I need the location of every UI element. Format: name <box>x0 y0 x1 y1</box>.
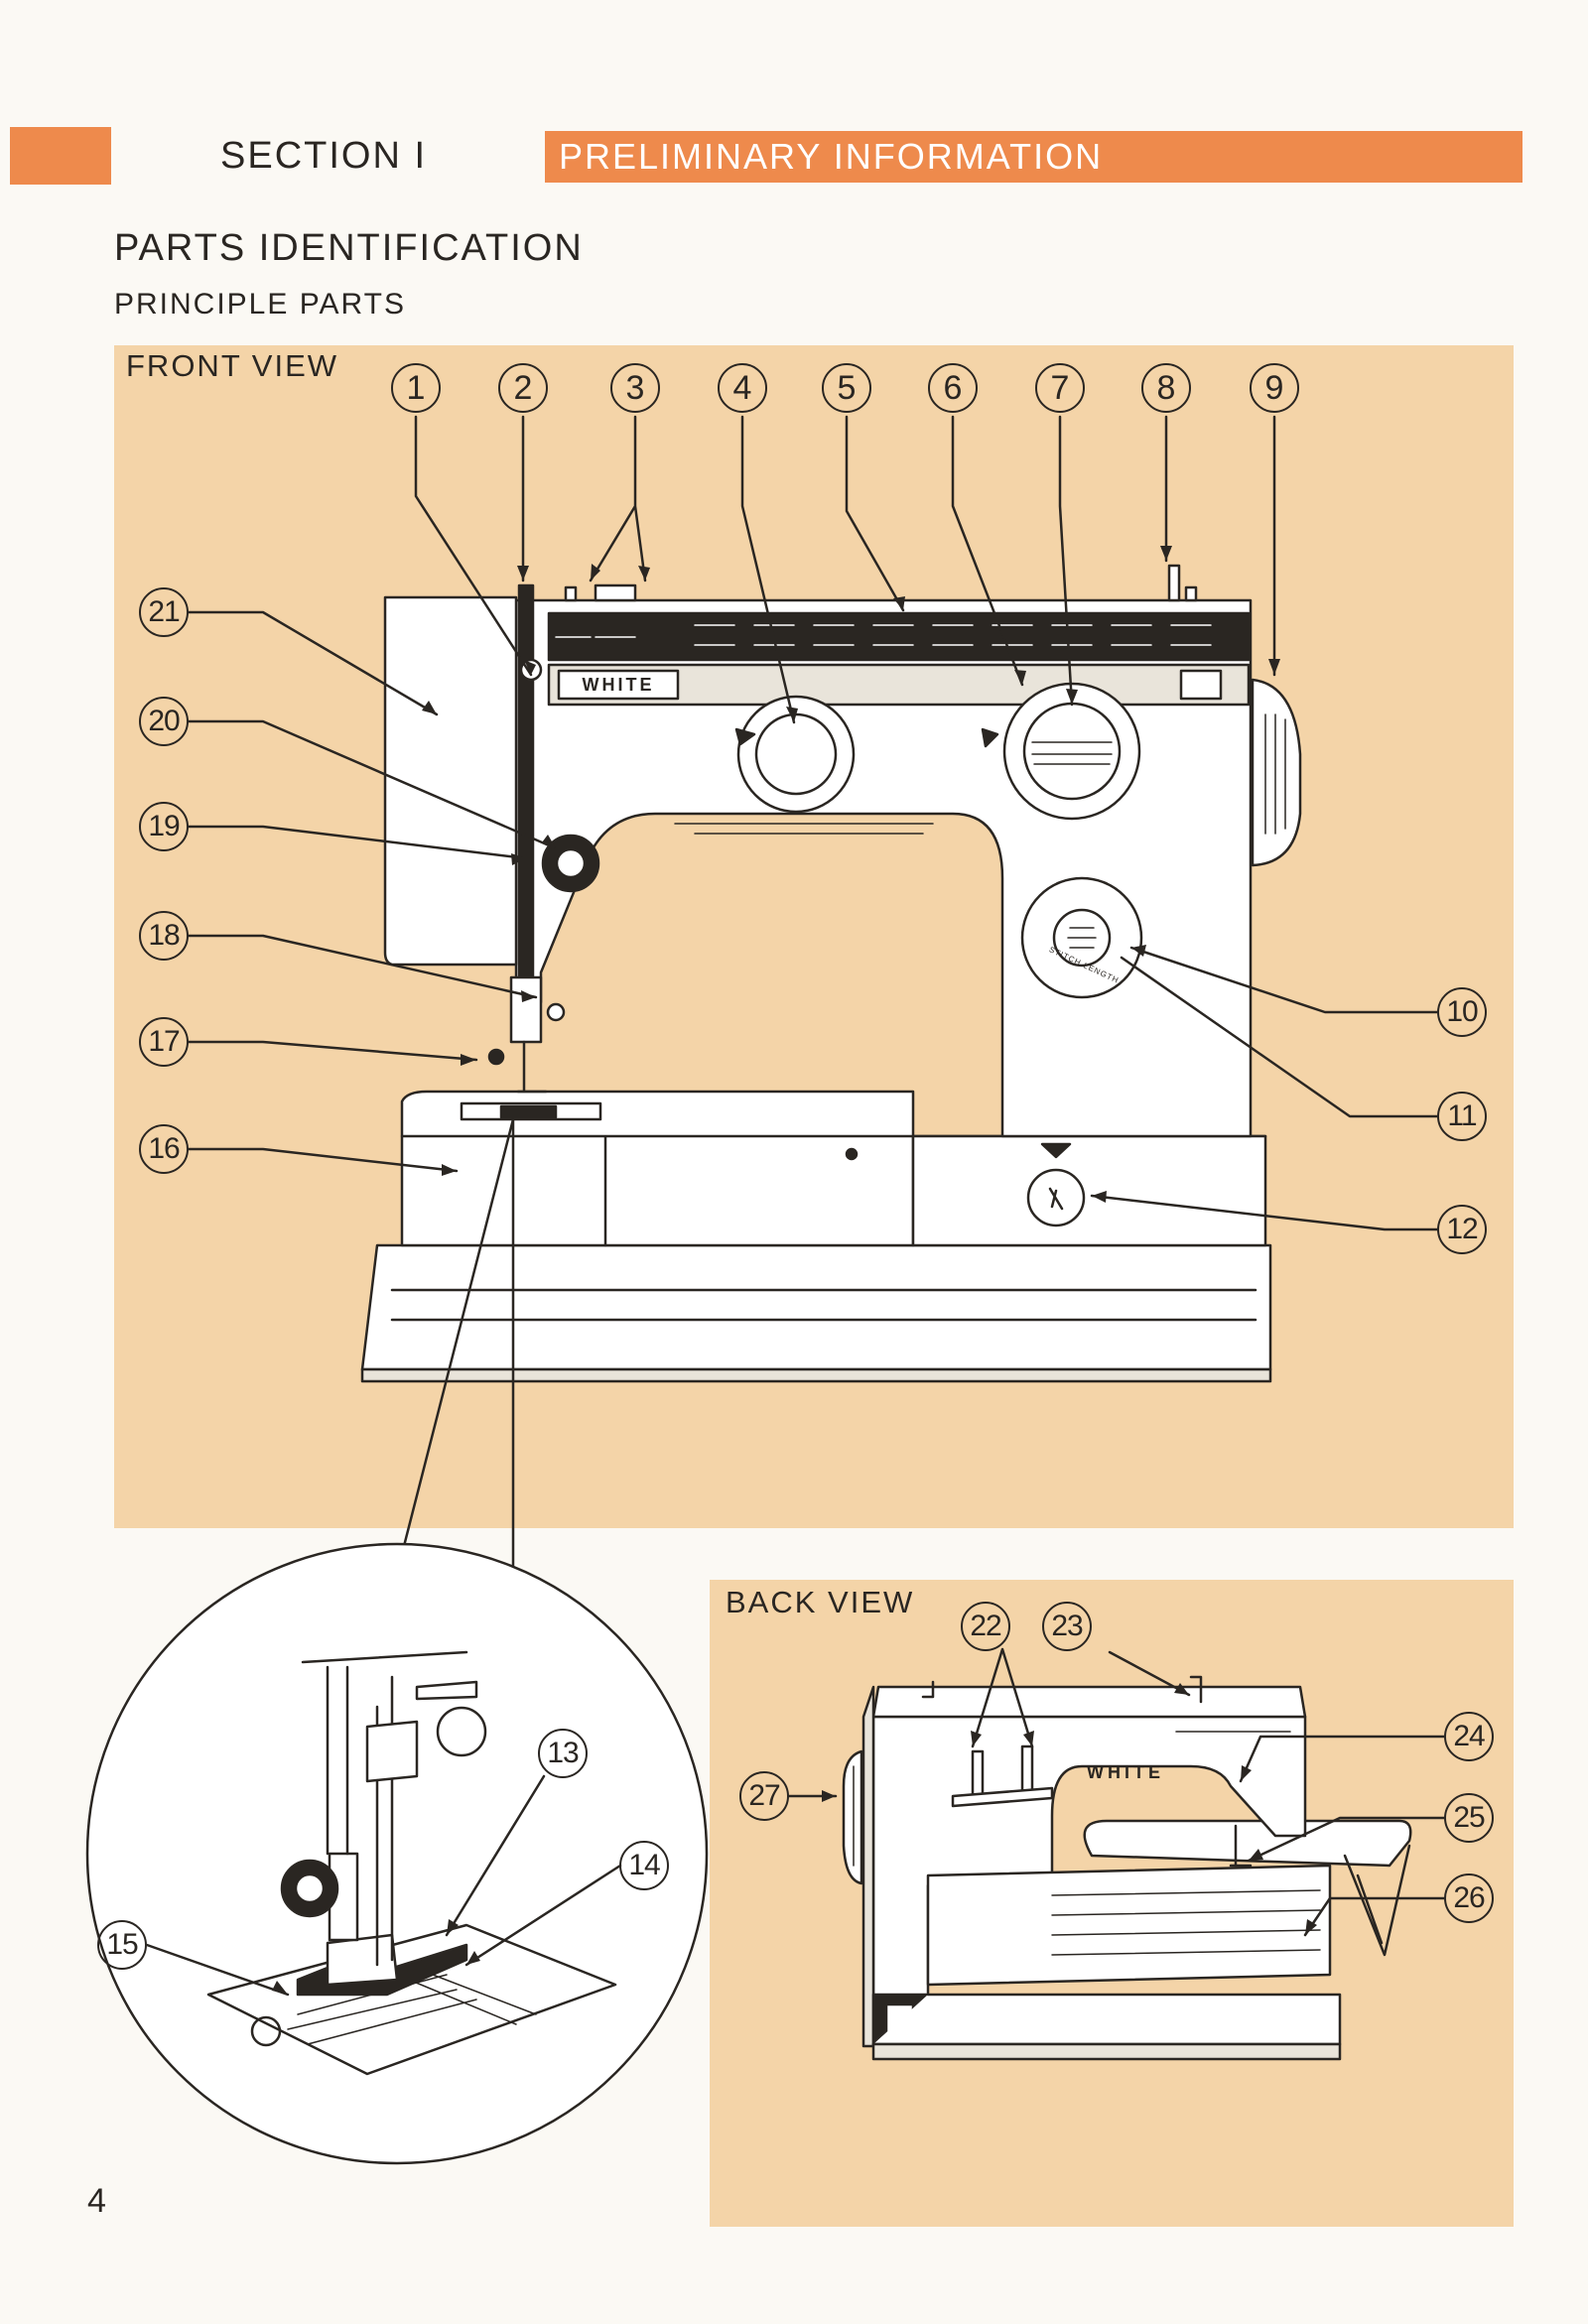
callout-25: 25 <box>1444 1793 1494 1843</box>
callout-10: 10 <box>1437 987 1487 1037</box>
back-leader-lines <box>787 1647 1446 1937</box>
zoom-inset <box>85 1117 709 2165</box>
callout-24: 24 <box>1444 1712 1494 1761</box>
callout-27: 27 <box>739 1771 789 1821</box>
callout-3: 3 <box>610 363 660 413</box>
callout-6: 6 <box>928 363 978 413</box>
back-machine-illustration <box>842 1675 1412 2061</box>
zoom-circle <box>85 1542 709 2165</box>
back-brand-plate: WHITE <box>1087 1762 1164 1782</box>
callout-19: 19 <box>139 802 189 851</box>
front-machine-illustration <box>360 564 1302 1383</box>
front-brand-plate: WHITE <box>582 675 655 695</box>
back-view-label: BACK VIEW <box>726 1585 915 1619</box>
callout-16: 16 <box>139 1124 189 1174</box>
section-label: SECTION I <box>220 135 428 177</box>
callout-17: 17 <box>139 1017 189 1067</box>
page-title: PARTS IDENTIFICATION <box>114 227 584 269</box>
callout-1: 1 <box>391 363 441 413</box>
callout-12: 12 <box>1437 1205 1487 1254</box>
callout-23: 23 <box>1042 1602 1092 1651</box>
page-subtitle: PRINCIPLE PARTS <box>114 288 406 321</box>
callout-11: 11 <box>1437 1092 1487 1141</box>
callout-22: 22 <box>961 1602 1010 1651</box>
page-number: 4 <box>87 2182 106 2220</box>
callout-20: 20 <box>139 697 189 746</box>
front-leader-lines <box>187 415 1439 1231</box>
callout-5: 5 <box>822 363 871 413</box>
callout-15: 15 <box>97 1920 147 1970</box>
section-banner-text: PRELIMINARY INFORMATION <box>559 136 1104 177</box>
section-banner: PRELIMINARY INFORMATION <box>545 131 1522 183</box>
callout-2: 2 <box>498 363 548 413</box>
callout-18: 18 <box>139 911 189 961</box>
callout-26: 26 <box>1444 1873 1494 1923</box>
callout-4: 4 <box>718 363 767 413</box>
callout-8: 8 <box>1141 363 1191 413</box>
section-band-left <box>10 127 111 185</box>
callout-7: 7 <box>1035 363 1085 413</box>
callout-21: 21 <box>139 587 189 637</box>
front-view-label: FRONT VIEW <box>126 348 339 383</box>
callout-9: 9 <box>1250 363 1299 413</box>
callout-13: 13 <box>538 1729 588 1778</box>
callout-14: 14 <box>619 1841 669 1890</box>
